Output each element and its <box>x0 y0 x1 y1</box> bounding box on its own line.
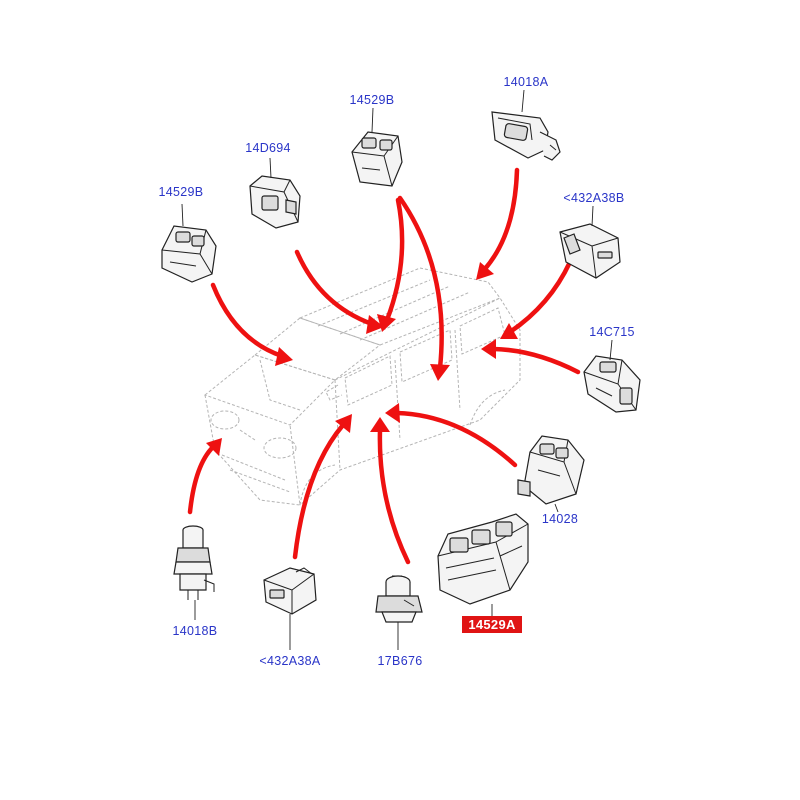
part-432a38b-right-switch <box>559 223 621 279</box>
label-14018a: 14018A <box>504 75 549 89</box>
arrow-17b676 <box>377 427 411 565</box>
label-14529a: 14529A <box>468 617 516 632</box>
label-14018b: 14018B <box>173 624 218 638</box>
part-14529b-left-switch <box>161 225 217 283</box>
arrowhead-14018a <box>476 262 494 280</box>
arrow-14028 <box>394 410 518 468</box>
label-14c715: 14C715 <box>589 325 635 339</box>
part-14018a-switch <box>491 111 561 161</box>
arrowhead-14529b-top-a <box>377 314 396 332</box>
part-14529b-top-switch <box>351 131 403 187</box>
arrow-14529b-left <box>210 282 285 359</box>
arrowhead-14028 <box>385 403 400 423</box>
part-labels: 14018A 14529B 14D694 14529B <432A38B 14C… <box>159 75 635 668</box>
label-14d694: 14D694 <box>245 141 291 155</box>
part-432a38a-switch <box>263 567 317 615</box>
label-14529a-highlight <box>462 616 522 633</box>
part-14018b-knob <box>173 525 215 600</box>
part-14529a-master-switch <box>437 513 529 605</box>
arrowhead-17b676 <box>370 417 390 432</box>
arrow-14018a <box>481 167 520 273</box>
arrow-14529b-top-b <box>397 195 444 371</box>
label-432a38b: <432A38B <box>563 191 624 205</box>
arrow-14d694 <box>294 249 375 327</box>
part-14028-switch <box>517 435 585 505</box>
arrow-432a38a <box>292 422 346 560</box>
label-432a38a: <432A38A <box>259 654 320 668</box>
arrowhead-14529b-top-b <box>430 364 450 381</box>
label-14028: 14028 <box>542 512 578 526</box>
arrowhead-432a38b <box>500 323 518 339</box>
arrow-14c715 <box>491 346 581 375</box>
label-14529b-left: 14529B <box>159 185 204 199</box>
part-17b676-knob <box>375 575 423 623</box>
callout-arrows <box>187 167 581 565</box>
part-14d694-switch <box>249 175 301 229</box>
arrowhead-14c715 <box>481 339 496 359</box>
arrowhead-14529b-left <box>275 347 293 366</box>
arrow-432a38b <box>507 259 573 335</box>
arrowhead-432a38a <box>335 414 352 433</box>
label-14529b-top: 14529B <box>350 93 395 107</box>
arrow-14018b <box>187 444 216 515</box>
arrow-14529b-top-a <box>384 197 405 323</box>
vehicle-outline <box>203 267 521 506</box>
arrowhead-14018b <box>206 438 222 456</box>
arrowhead-14d694 <box>366 315 384 334</box>
label-17b676: 17B676 <box>378 654 423 668</box>
part-14c715-switch <box>583 355 641 413</box>
